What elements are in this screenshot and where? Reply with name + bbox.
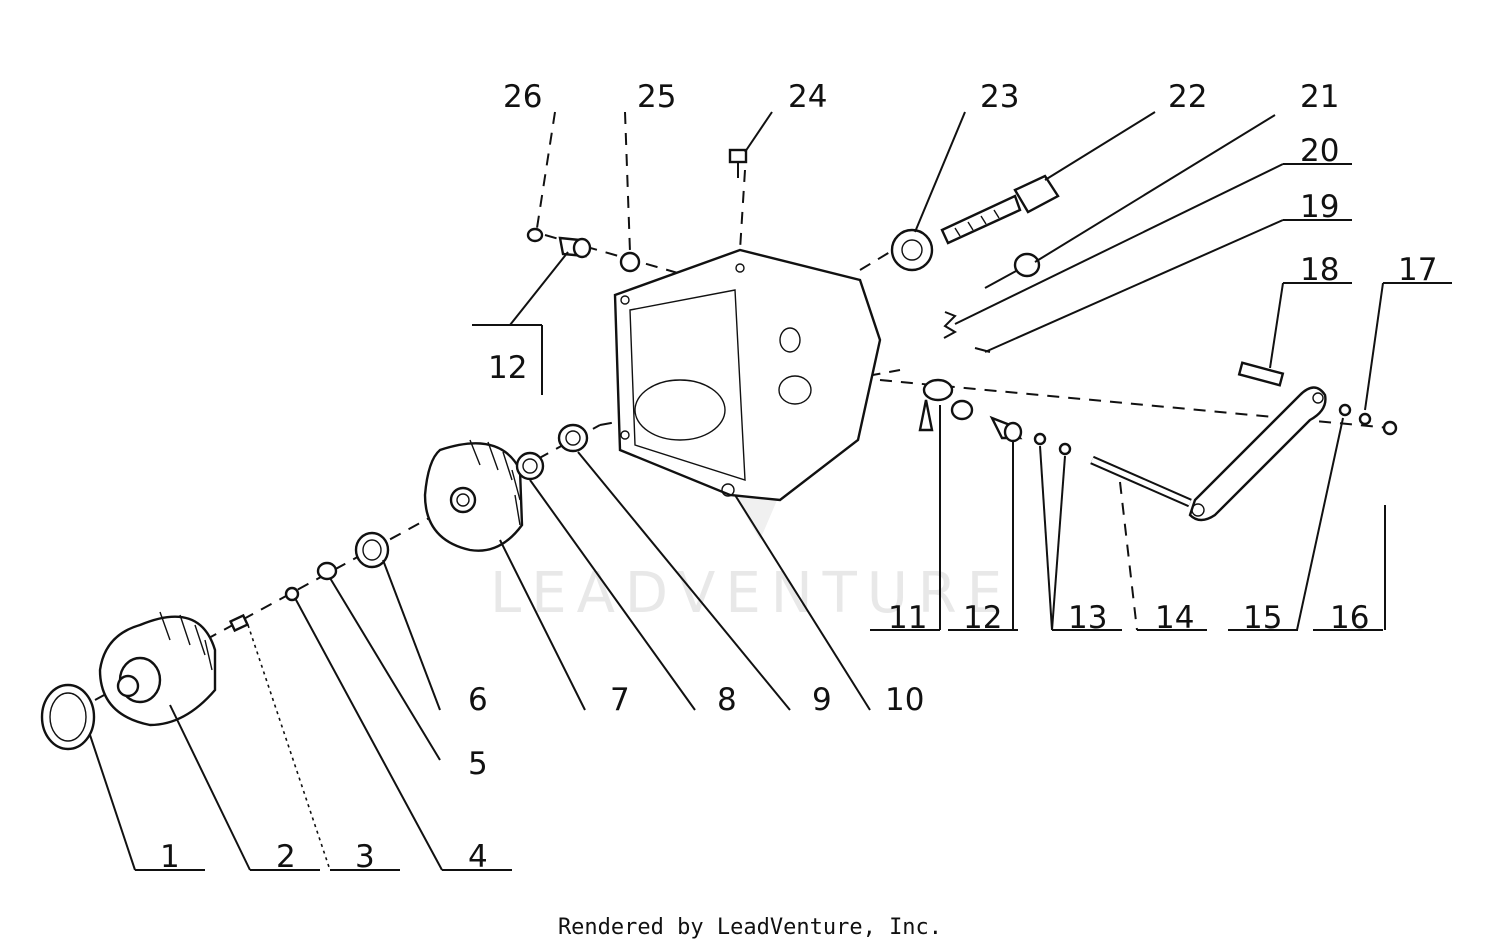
part-23-bearing [890, 228, 934, 272]
part-17-washer [1358, 412, 1372, 426]
part-3-bolt [228, 613, 250, 633]
callout-26[interactable]: 26 [503, 79, 542, 115]
part-8-bushing [515, 451, 545, 481]
part-5-washer [316, 561, 338, 581]
callout-22[interactable]: 22 [1168, 79, 1207, 115]
part-11-shift-fork [918, 378, 974, 432]
part-13-washer-a [1033, 432, 1047, 446]
part-18-stud [1237, 361, 1285, 387]
part-24-screw [728, 148, 748, 178]
watermark: LEADVENTURE [490, 561, 1012, 626]
callout-6[interactable]: 6 [468, 682, 488, 718]
callout-2[interactable]: 2 [276, 839, 296, 875]
part-25-bushing [619, 251, 641, 273]
part-13-washer-b [1058, 442, 1072, 456]
callout-13[interactable]: 13 [1068, 600, 1107, 636]
part-4-washer [284, 586, 300, 602]
part-22-input-shaft [940, 174, 1060, 245]
part-12-bushing-top [558, 236, 592, 259]
callout-10[interactable]: 10 [885, 682, 924, 718]
callout-17[interactable]: 17 [1398, 252, 1437, 288]
part-2-drum [98, 611, 217, 727]
part-15-shift-lever [1188, 386, 1327, 522]
callout-16[interactable]: 16 [1330, 600, 1369, 636]
callout-18[interactable]: 18 [1300, 252, 1339, 288]
leader-lines [89, 111, 1452, 871]
part-16-nut [1382, 420, 1398, 436]
callout-1[interactable]: 1 [160, 839, 180, 875]
callout-19[interactable]: 19 [1300, 189, 1339, 225]
callout-labels: 1 2 3 4 5 6 7 8 9 10 11 12 12 13 14 15 1… [160, 79, 1437, 875]
callout-12[interactable]: 12 [963, 600, 1002, 636]
callout-20[interactable]: 20 [1300, 133, 1339, 169]
callout-24[interactable]: 24 [788, 79, 827, 115]
callout-8[interactable]: 8 [717, 682, 737, 718]
part-12-bushing [989, 415, 1023, 443]
part-9-bearing [557, 423, 589, 453]
callout-7[interactable]: 7 [610, 682, 630, 718]
part-6-bearing [354, 531, 390, 569]
callout-5[interactable]: 5 [468, 746, 488, 782]
callout-3[interactable]: 3 [355, 839, 375, 875]
part-10-housing [613, 248, 882, 502]
part-7-gear [423, 439, 524, 552]
callout-23[interactable]: 23 [980, 79, 1019, 115]
callout-9[interactable]: 9 [812, 682, 832, 718]
callout-4[interactable]: 4 [468, 839, 488, 875]
part-14-shaft [1090, 455, 1192, 508]
part-1-seal [40, 683, 96, 751]
callout-12-top[interactable]: 12 [488, 350, 527, 386]
callout-21[interactable]: 21 [1300, 79, 1339, 115]
callout-11[interactable]: 11 [888, 600, 927, 636]
part-26-o-ring [526, 227, 544, 243]
footer-credit: Rendered by LeadVenture, Inc. [557, 915, 943, 940]
part-21-key [984, 252, 1041, 289]
callout-15[interactable]: 15 [1243, 600, 1282, 636]
part-15-washer [1338, 403, 1352, 417]
callout-25[interactable]: 25 [637, 79, 676, 115]
part-20-clip [943, 311, 958, 339]
callout-14[interactable]: 14 [1155, 600, 1194, 636]
